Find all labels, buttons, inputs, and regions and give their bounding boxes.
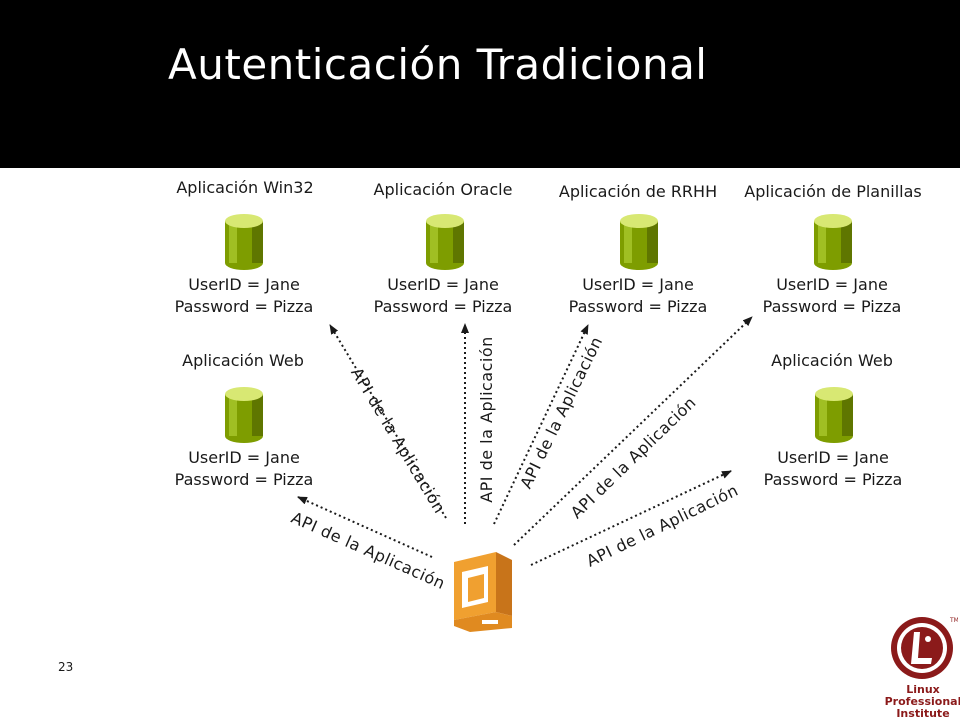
database-icon [815,387,853,443]
user-id-text: UserID = Jane [188,275,300,294]
user-id-text: UserID = Jane [582,275,694,294]
password-text: Password = Pizza [763,470,903,489]
password-text: Password = Pizza [174,470,314,489]
title-bar: Autenticación Tradicional [0,0,960,168]
lpi-logo-icon: TM [891,617,958,679]
password-text: Password = Pizza [568,297,708,316]
credentials-web-right: UserID = Jane Password = Pizza [733,447,933,491]
password-text: Password = Pizza [762,297,902,316]
credentials-win32: UserID = Jane Password = Pizza [144,274,344,318]
database-icon [225,387,263,443]
api-arrow-web-right [530,470,732,566]
slide-title: Autenticación Tradicional [168,40,708,89]
app-label-oracle: Aplicación Oracle [373,180,513,199]
app-label-web-right: Aplicación Web [771,351,893,370]
user-id-text: UserID = Jane [776,275,888,294]
app-label-web-left: Aplicación Web [182,351,304,370]
credentials-rrhh: UserID = Jane Password = Pizza [538,274,738,318]
user-id-text: UserID = Jane [777,448,889,467]
page-number: 23 [58,660,74,674]
api-arrow-rrhh [493,324,589,525]
credentials-oracle: UserID = Jane Password = Pizza [343,274,543,318]
app-label-win32: Aplicación Win32 [176,178,314,197]
credentials-web-left: UserID = Jane Password = Pizza [144,447,344,491]
svg-text:TM: TM [949,617,958,624]
password-text: Password = Pizza [373,297,513,316]
user-id-text: UserID = Jane [387,275,499,294]
logo-line: Professional [884,695,960,708]
api-label-oracle: API de la Aplicación [476,336,496,503]
lpi-logo-text: Linux Professional Institute [880,684,960,720]
user-id-text: UserID = Jane [188,448,300,467]
database-icon [620,214,658,270]
credentials-planillas: UserID = Jane Password = Pizza [732,274,932,318]
database-icon [426,214,464,270]
password-text: Password = Pizza [174,297,314,316]
computer-icon [454,552,512,632]
logo-line: Institute [896,707,950,720]
database-icon [225,214,263,270]
app-label-planillas: Aplicación de Planillas [744,182,922,201]
logo-line: Linux [906,683,940,696]
database-icon [814,214,852,270]
app-label-rrhh: Aplicación de RRHH [558,182,718,201]
